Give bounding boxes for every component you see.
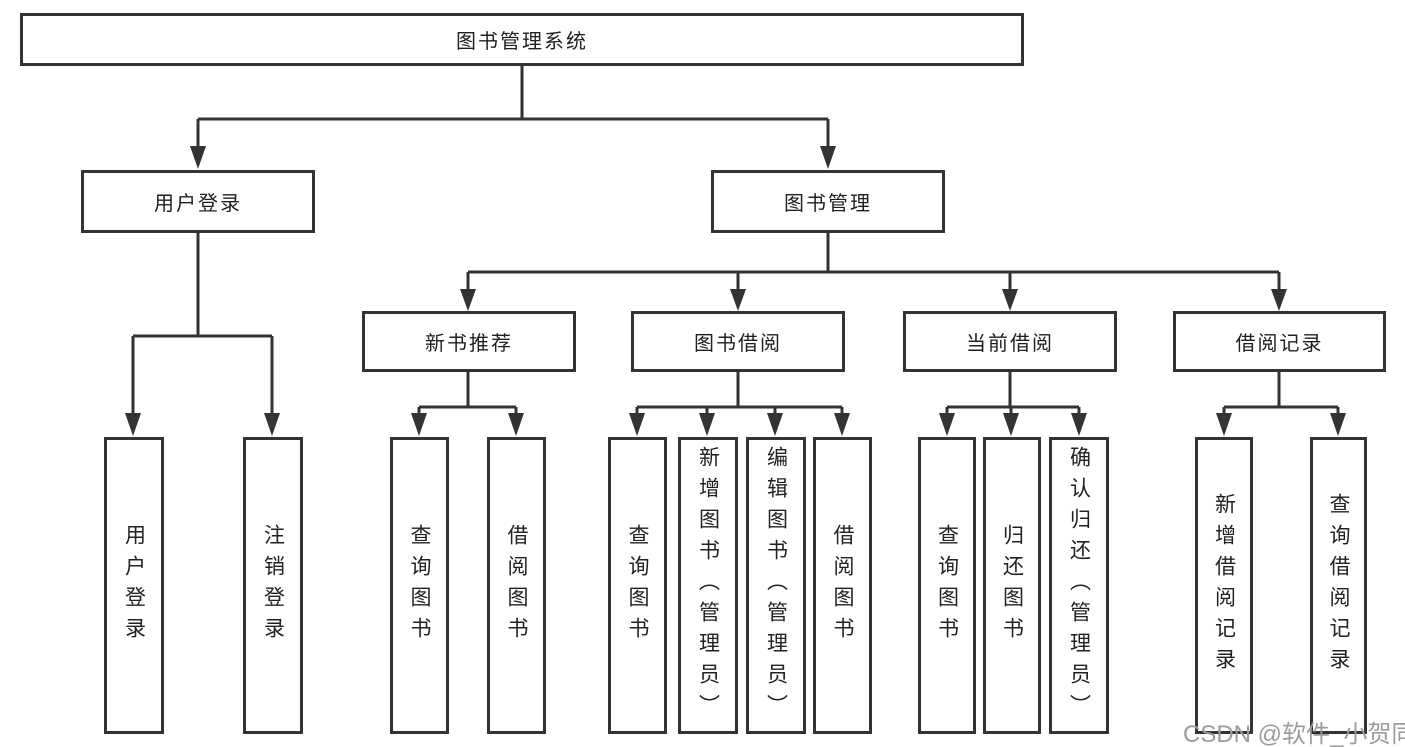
node-borrowing-records: 借阅记录 [1173, 311, 1386, 372]
node-borrowing-records-label: 借阅记录 [1235, 333, 1324, 355]
connector-new-book-recommend [417, 372, 518, 416]
arrowheads-user-login-leaves [125, 413, 280, 436]
connector-book-management [466, 233, 1281, 293]
leaf-records-query-borrow-record-label: 查询借阅记录 [1327, 492, 1350, 679]
node-user-login: 用户登录 [81, 170, 315, 233]
leaf-recommend-borrow-books-label: 借阅图书 [505, 523, 528, 648]
leaf-logout-label: 注销登录 [261, 523, 285, 648]
node-current-borrowing-label: 当前借阅 [966, 333, 1054, 355]
leaf-current-return-books-label: 归还图书 [1000, 523, 1024, 648]
leaf-recommend-borrow-books: 借阅图书 [487, 437, 546, 734]
node-book-management: 图书管理 [711, 170, 945, 233]
leaf-current-confirm-return-admin-label: 确认归还（管理员） [1067, 446, 1091, 725]
leaf-records-add-borrow-record: 新增借阅记录 [1195, 437, 1253, 734]
leaf-borrowing-add-books-admin: 新增图书（管理员） [678, 437, 738, 734]
connector-current-borrowing [945, 372, 1081, 416]
leaf-borrowing-add-books-admin-label: 新增图书（管理员） [696, 446, 720, 725]
arrowheads-book-borrowing-leaves [629, 413, 850, 436]
leaf-current-query-books-label: 查询图书 [935, 523, 959, 648]
node-root-system: 图书管理系统 [20, 13, 1024, 66]
leaf-borrowing-borrow-books: 借阅图书 [813, 437, 872, 734]
arrowheads-borrowing-records-leaves [1216, 413, 1346, 436]
leaf-user-login: 用户登录 [104, 437, 164, 734]
leaf-records-query-borrow-record: 查询借阅记录 [1310, 437, 1367, 734]
leaf-borrowing-borrow-books-label: 借阅图书 [831, 523, 854, 648]
leaf-borrowing-edit-books-admin: 编辑图书（管理员） [746, 437, 806, 734]
node-book-borrowing: 图书借阅 [631, 311, 845, 372]
arrowheads-new-book-recommend-leaves [411, 413, 524, 436]
leaf-current-query-books: 查询图书 [918, 437, 976, 734]
leaf-recommend-query-books-label: 查询图书 [408, 523, 431, 648]
connector-root-to-level2 [196, 66, 830, 150]
leaf-current-confirm-return-admin: 确认归还（管理员） [1049, 437, 1109, 734]
leaf-recommend-query-books: 查询图书 [390, 437, 449, 734]
arrowheads-level3 [460, 289, 1287, 311]
connector-book-borrowing [635, 372, 844, 416]
arrowheads-level2 [190, 146, 836, 169]
node-root-system-label: 图书管理系统 [456, 31, 588, 53]
leaf-borrowing-query-books-label: 查询图书 [626, 523, 649, 648]
csdn-watermark: CSDN @软件_小贺同学 [1183, 721, 1405, 747]
leaf-borrowing-query-books: 查询图书 [608, 437, 667, 734]
node-current-borrowing: 当前借阅 [903, 311, 1117, 372]
leaf-current-return-books: 归还图书 [983, 437, 1041, 734]
connector-borrowing-records [1222, 372, 1340, 416]
leaf-user-login-label: 用户登录 [122, 523, 146, 648]
node-new-book-recommend-label: 新书推荐 [425, 333, 513, 355]
leaf-logout: 注销登录 [243, 437, 303, 734]
leaf-borrowing-edit-books-admin-label: 编辑图书（管理员） [764, 446, 788, 725]
connector-user-login [131, 233, 274, 416]
leaf-records-add-borrow-record-label: 新增借阅记录 [1212, 492, 1236, 679]
node-new-book-recommend: 新书推荐 [362, 311, 576, 372]
node-user-login-label: 用户登录 [154, 193, 242, 215]
node-book-management-label: 图书管理 [784, 193, 872, 215]
arrowheads-current-borrowing-leaves [939, 413, 1087, 436]
node-book-borrowing-label: 图书借阅 [694, 333, 782, 355]
